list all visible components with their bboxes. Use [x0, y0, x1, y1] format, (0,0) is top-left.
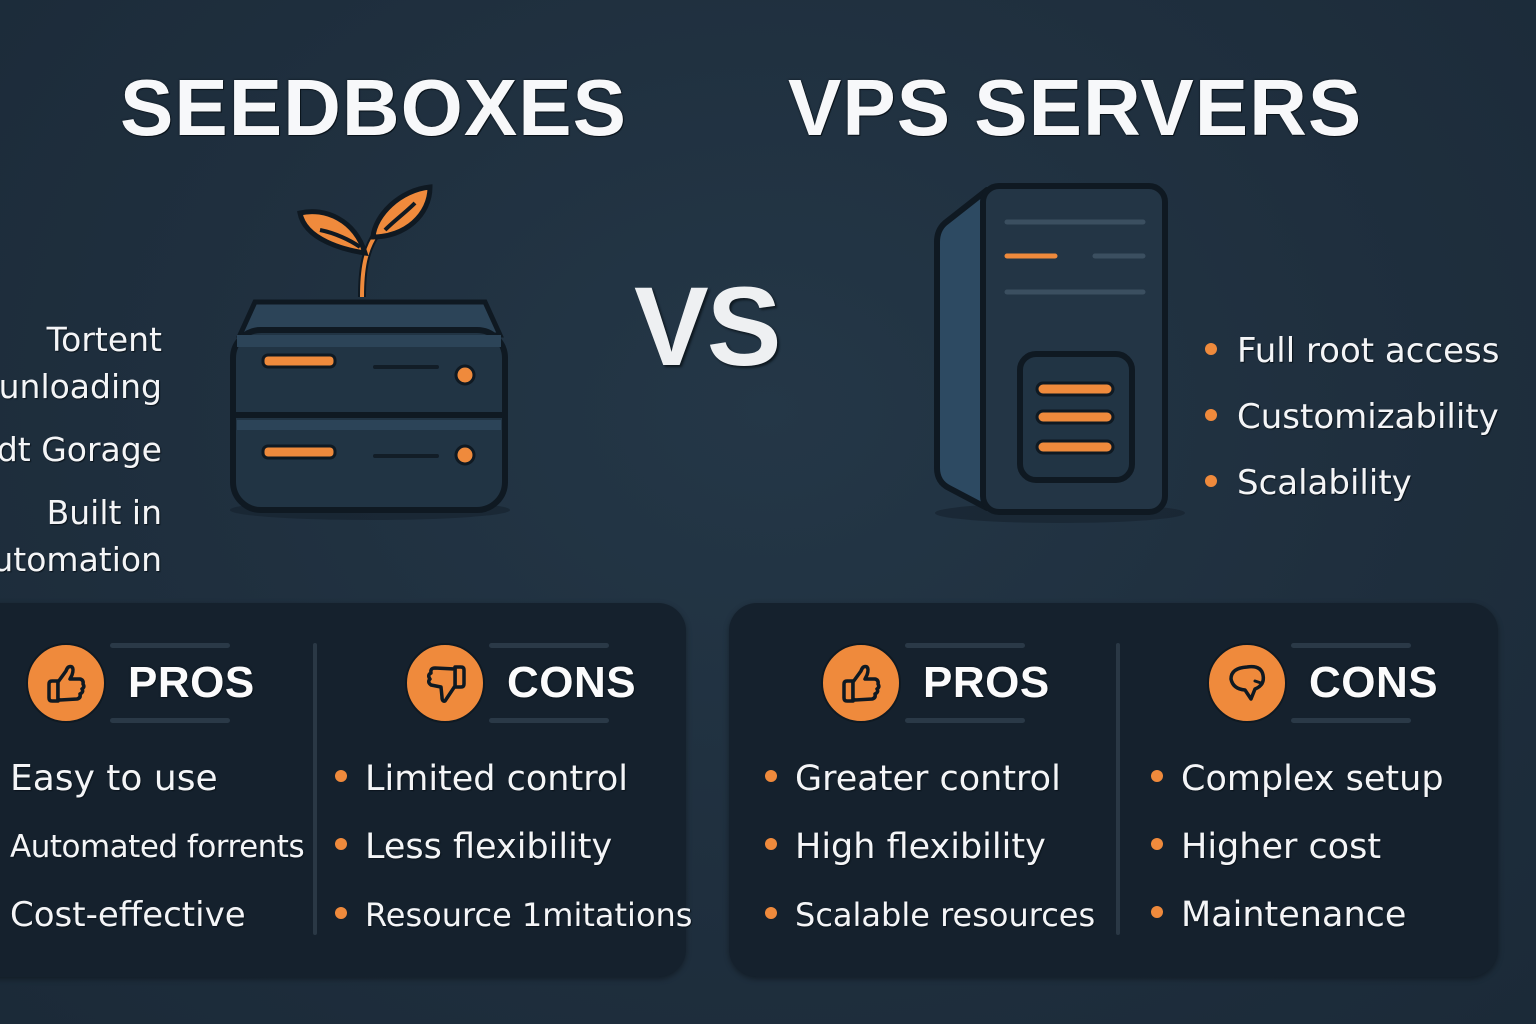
seedbox-feature: utomation: [0, 540, 162, 579]
bullet-icon: [1205, 408, 1217, 421]
seedbox-pros-list: Easy to use Automated forrents Cost-effe…: [10, 745, 305, 949]
cons-label: CONS: [1309, 658, 1439, 707]
vps-feature: Scalability: [1205, 450, 1500, 516]
vps-cons-section: CONS Complex setup Higher cost Maintenan…: [1151, 641, 1444, 949]
vps-cons-header: CONS: [1207, 641, 1444, 725]
vps-pros-cons-panel: PROS Greater control High flexibility Sc…: [729, 603, 1498, 977]
thumbs-down-icon: [1207, 643, 1287, 723]
pros-label: PROS: [923, 658, 1050, 707]
bullet-icon: [335, 907, 347, 919]
bullet-icon: [765, 907, 777, 919]
seedbox-cons-header: CONS: [405, 641, 692, 725]
column-divider: [313, 643, 317, 935]
list-item: Higher cost: [1151, 813, 1444, 881]
bullet-icon: [765, 838, 777, 850]
seedbox-feature: Tortent: [46, 320, 162, 359]
bullet-icon: [1205, 342, 1217, 355]
vps-tower-server-icon: [925, 178, 1185, 523]
vps-pros-header: PROS: [821, 641, 1095, 725]
thumbs-up-icon: [821, 643, 901, 723]
seedbox-pros-cons-panel: PROS Easy to use Automated forrents Cost…: [0, 603, 692, 977]
bullet-icon: [335, 838, 347, 850]
seedbox-feature: dt Gorage: [0, 430, 162, 469]
list-item: Resource 1mitations: [335, 881, 692, 949]
bullet-icon: [1151, 906, 1163, 918]
vps-features: Full root access Customizability Scalabi…: [1205, 318, 1500, 516]
thumbs-down-icon: [405, 643, 485, 723]
seedbox-server-sprout-icon: [225, 175, 525, 520]
pros-label: PROS: [128, 658, 255, 707]
vps-feature: Full root access: [1205, 318, 1500, 384]
cons-label: CONS: [507, 658, 637, 707]
vps-pros-section: PROS Greater control High flexibility Sc…: [765, 641, 1095, 949]
list-item: Limited control: [335, 745, 692, 813]
list-item: Greater control: [765, 745, 1095, 813]
list-item: Automated forrents: [10, 829, 305, 865]
list-item: High flexibility: [765, 813, 1095, 881]
vps-feature: Customizability: [1205, 384, 1500, 450]
seedboxes-title: SEEDBOXES: [120, 63, 627, 152]
list-item: Maintenance: [1151, 881, 1444, 949]
seedbox-pros-header: PROS: [26, 641, 304, 725]
list-item: Complex setup: [1151, 745, 1444, 813]
seedbox-features: Tortent unloading dt Gorage Built in uto…: [0, 316, 162, 583]
bullet-icon: [1151, 838, 1163, 850]
bullet-icon: [1205, 474, 1217, 487]
bullet-icon: [1151, 770, 1163, 782]
seedbox-pros-section: PROS Easy to use Automated forrents Cost…: [10, 641, 305, 949]
bullet-icon: [765, 770, 777, 782]
list-item: Cost-effective: [10, 895, 246, 935]
list-item: Easy to use: [10, 758, 218, 799]
vps-pros-list: Greater control High flexibility Scalabl…: [765, 745, 1095, 949]
vps-cons-list: Complex setup Higher cost Maintenance: [1151, 745, 1444, 949]
seedbox-cons-section: CONS Limited control Less flexibility Re…: [335, 641, 692, 949]
seedbox-feature: unloading: [0, 367, 162, 406]
vps-servers-title: VPS SERVERS: [788, 63, 1363, 152]
list-item: Scalable resources: [765, 881, 1095, 949]
seedbox-cons-list: Limited control Less flexibility Resourc…: [335, 745, 692, 949]
list-item: Less flexibility: [335, 813, 692, 881]
thumbs-up-icon: [26, 643, 106, 723]
bullet-icon: [335, 770, 347, 782]
seedbox-feature: Built in: [46, 493, 162, 532]
vs-label: VS: [634, 264, 781, 389]
column-divider: [1116, 643, 1120, 935]
